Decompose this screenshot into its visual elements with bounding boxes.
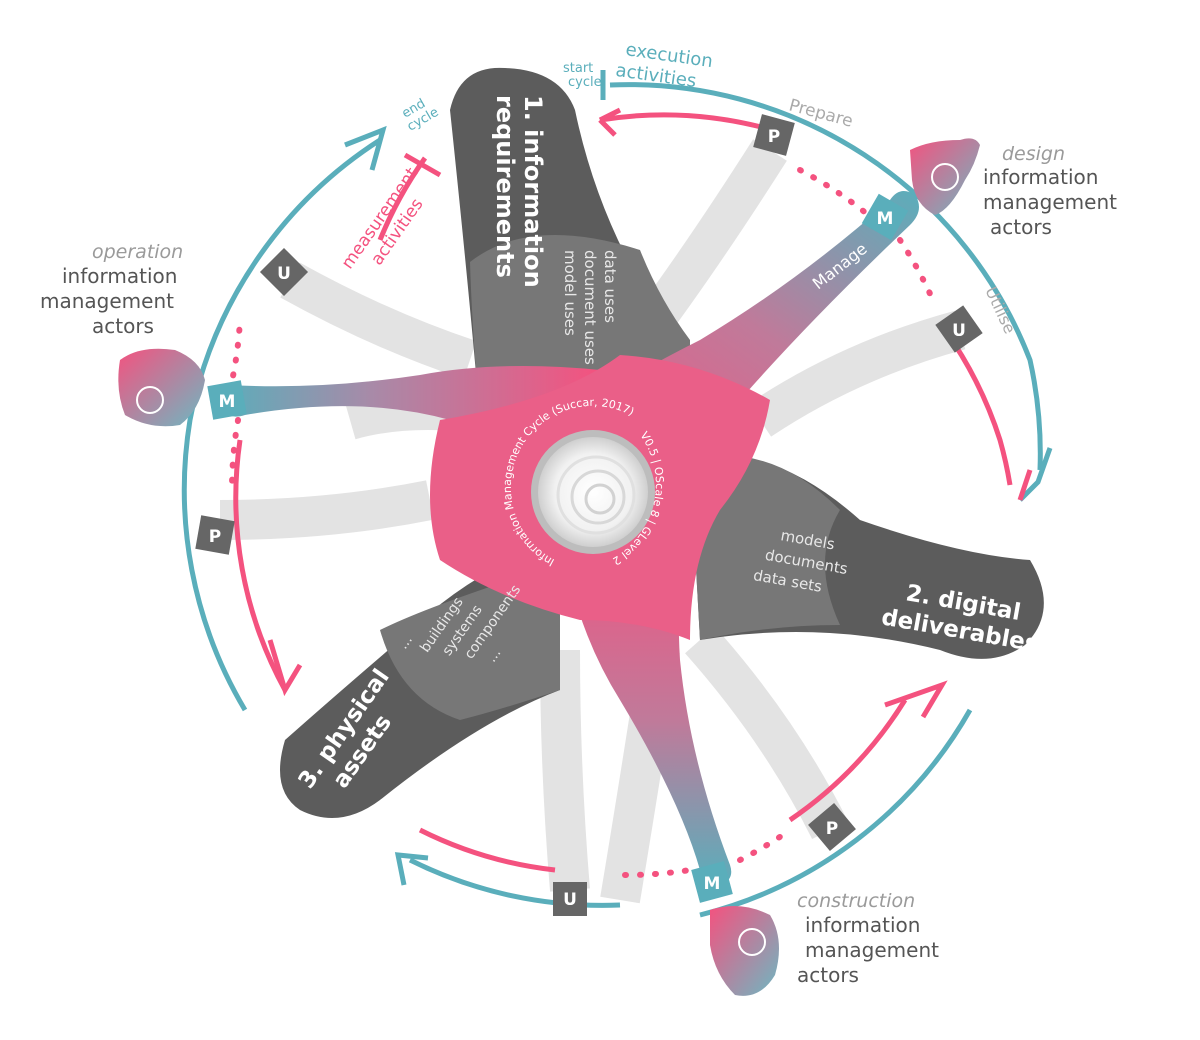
badge-p-left: P bbox=[195, 515, 235, 555]
operation-actor-label: operation information management actors bbox=[40, 241, 183, 338]
svg-text:start: start bbox=[563, 61, 593, 76]
svg-text:information: information bbox=[805, 913, 920, 937]
svg-text:information: information bbox=[62, 264, 177, 288]
svg-text:U: U bbox=[277, 264, 291, 284]
svg-text:document uses: document uses bbox=[581, 250, 599, 365]
badge-p-bottom-right: P bbox=[808, 803, 856, 851]
end-cycle-label: end cycle bbox=[400, 96, 442, 134]
prepare-label: Prepare bbox=[787, 96, 855, 132]
utilise-label: Utilise bbox=[981, 284, 1019, 337]
svg-text:M: M bbox=[877, 209, 894, 229]
svg-text:M: M bbox=[219, 392, 236, 412]
svg-text:P: P bbox=[209, 527, 221, 547]
svg-text:operation: operation bbox=[92, 241, 183, 263]
svg-text:management: management bbox=[805, 938, 939, 962]
blade-1-title: 1. information requirements bbox=[491, 95, 547, 288]
svg-text:P: P bbox=[826, 819, 838, 839]
svg-text:M: M bbox=[704, 874, 721, 894]
svg-text:management: management bbox=[983, 190, 1117, 214]
svg-text:P: P bbox=[768, 127, 780, 147]
badge-u-top-left: U bbox=[259, 247, 309, 297]
svg-text:U: U bbox=[952, 321, 966, 341]
badge-p-top: P bbox=[753, 114, 795, 156]
construction-actor-icon bbox=[710, 906, 779, 996]
svg-text:U: U bbox=[563, 890, 577, 910]
svg-text:actors: actors bbox=[92, 314, 154, 338]
badge-m-top-right: M bbox=[861, 193, 909, 241]
design-actor-icon bbox=[910, 138, 980, 215]
blade-digital-deliverables bbox=[690, 455, 1044, 659]
svg-text:model uses: model uses bbox=[561, 250, 579, 336]
measurement-ring bbox=[233, 112, 1013, 873]
svg-text:actors: actors bbox=[797, 963, 859, 987]
start-cycle-label: start cycle bbox=[563, 61, 602, 90]
blade-1-items: model uses document uses data uses bbox=[561, 250, 619, 365]
svg-text:design: design bbox=[1002, 143, 1065, 165]
svg-text:management: management bbox=[40, 289, 174, 313]
badge-m-bottom: M bbox=[691, 861, 733, 903]
svg-text:construction: construction bbox=[797, 890, 915, 912]
badge-u-right: U bbox=[935, 305, 983, 353]
svg-text:data uses: data uses bbox=[601, 250, 619, 323]
operation-actor-icon bbox=[118, 348, 205, 427]
svg-text:1. information: 1. information bbox=[519, 95, 547, 288]
measurement-arrowheads bbox=[267, 107, 1033, 719]
execution-arrowheads bbox=[344, 70, 1053, 886]
svg-text:cycle: cycle bbox=[568, 75, 602, 90]
design-actor-label: design information management actors bbox=[983, 143, 1117, 239]
badge-m-left: M bbox=[207, 380, 247, 420]
construction-actor-label: construction information management acto… bbox=[797, 890, 939, 987]
central-gradient-shape bbox=[218, 191, 919, 885]
svg-text:information: information bbox=[983, 165, 1098, 189]
center-spiral bbox=[531, 430, 655, 554]
svg-text:actors: actors bbox=[990, 215, 1052, 239]
badge-u-bottom: U bbox=[553, 882, 587, 916]
blade-2-items: models documents data sets bbox=[752, 526, 849, 596]
svg-text:requirements: requirements bbox=[491, 95, 519, 278]
